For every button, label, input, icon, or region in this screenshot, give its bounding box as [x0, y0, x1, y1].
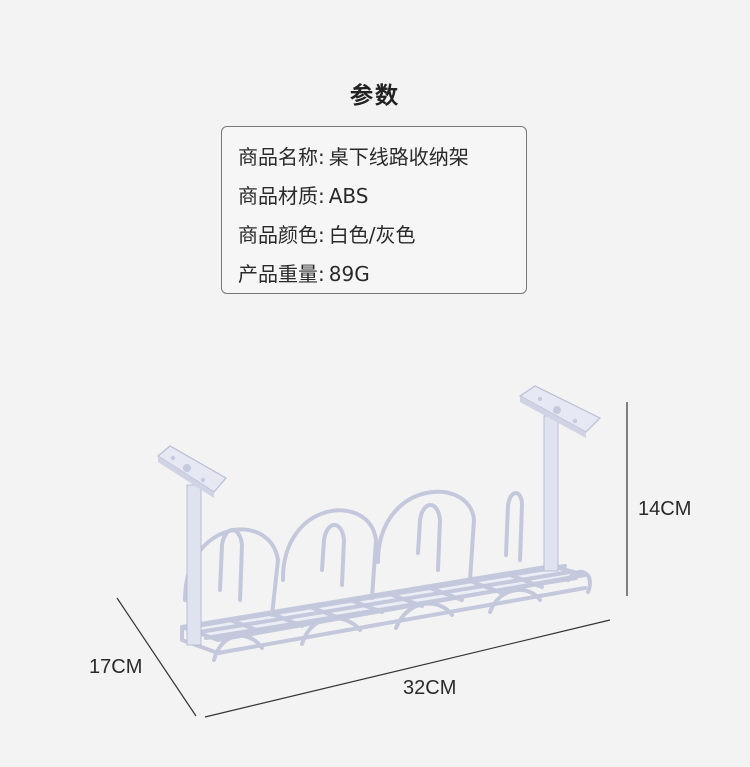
- spec-row-color: 商品颜色:白色/灰色: [238, 219, 416, 248]
- right-mount: [518, 385, 602, 572]
- cable-tray-rack: [180, 489, 592, 662]
- left-mount: [156, 445, 227, 646]
- width-dimension-line: [204, 619, 611, 718]
- spec-value: 89G: [328, 262, 370, 286]
- spec-label: 产品重量:: [238, 262, 325, 286]
- page-title: 参数: [350, 83, 400, 109]
- spec-value: 白色/灰色: [328, 223, 416, 247]
- height-label: 14CM: [638, 498, 692, 520]
- spec-row-name: 商品名称:桌下线路收纳架: [238, 141, 469, 170]
- spec-label: 商品名称:: [238, 145, 325, 169]
- spec-value: ABS: [328, 184, 369, 208]
- spec-row-weight: 产品重量:89G: [238, 258, 370, 287]
- spec-value: 桌下线路收纳架: [328, 145, 469, 169]
- spec-table: 商品名称:桌下线路收纳架 商品材质:ABS 商品颜色:白色/灰色 产品重量:89…: [221, 126, 527, 294]
- depth-dimension-line: [116, 597, 197, 717]
- depth-label: 17CM: [89, 656, 143, 678]
- spec-row-material: 商品材质:ABS: [238, 180, 369, 209]
- width-label: 32CM: [403, 677, 457, 699]
- spec-label: 商品颜色:: [238, 223, 325, 247]
- spec-label: 商品材质:: [238, 184, 325, 208]
